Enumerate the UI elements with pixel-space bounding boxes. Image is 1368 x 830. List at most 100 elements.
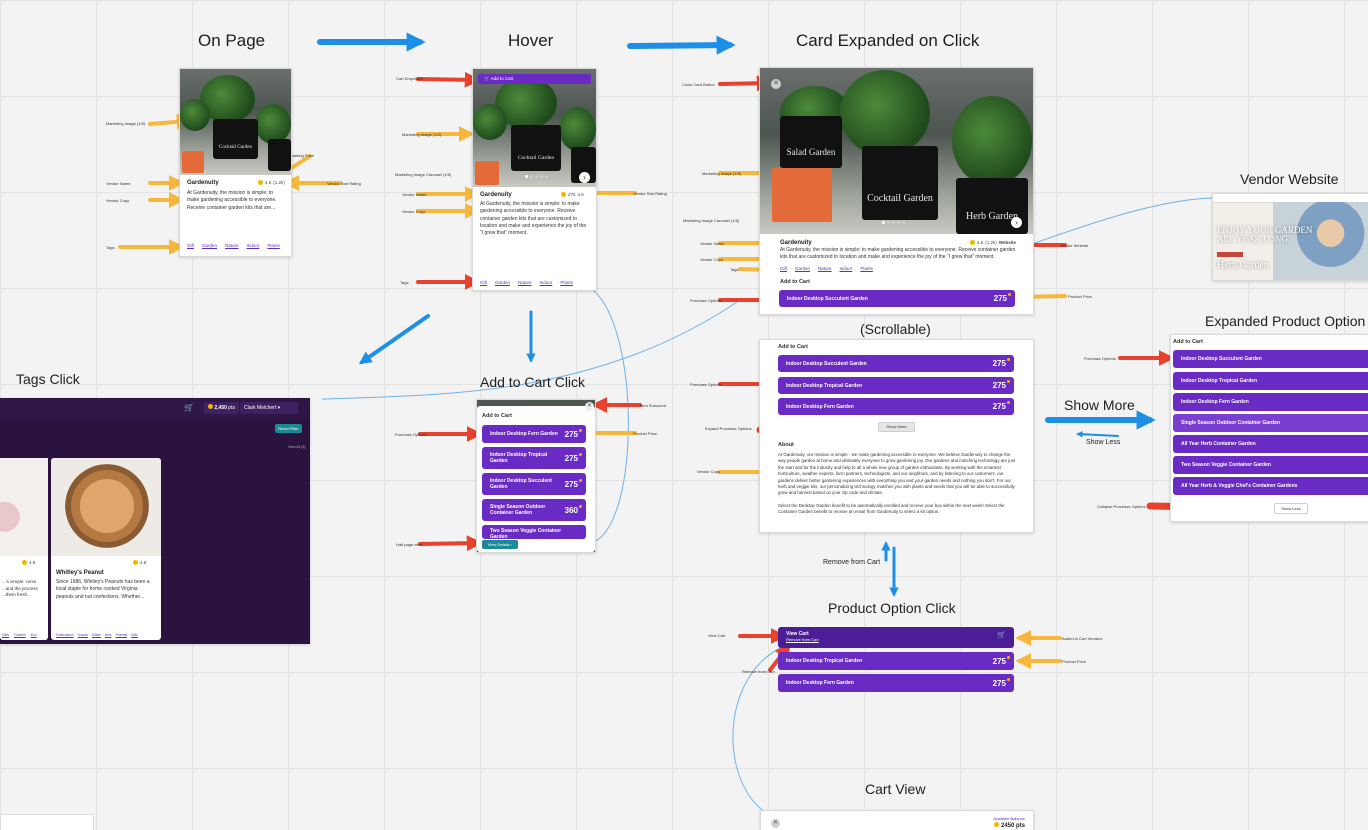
vendor-website-link[interactable]: Website: [998, 240, 1016, 245]
expanded-product-options[interactable]: Add to Cart Indoor Desktop Succulent Gar…: [1170, 334, 1368, 522]
close-icon[interactable]: ✕: [585, 402, 594, 411]
purchase-option-button[interactable]: Indoor Desktop Fern Garden: [1173, 393, 1368, 411]
tag[interactable]: Plants: [267, 243, 280, 248]
carousel-dots[interactable]: [882, 221, 905, 224]
star-rating: 4.6(1.2k): [258, 180, 285, 185]
add-to-cart-heading: Add to Cart: [482, 413, 512, 419]
view-all-link[interactable]: View All (5): [288, 445, 306, 449]
tag[interactable]: Indoor: [839, 266, 853, 271]
vendor-name: Gardenuity: [480, 192, 512, 198]
tag[interactable]: Nature: [225, 243, 239, 248]
title-hover: Hover: [508, 31, 554, 50]
tag[interactable]: Peanuts: [115, 633, 128, 637]
purchase-option-button[interactable]: Two Season Veggie Container Garden: [482, 525, 586, 540]
tag[interactable]: Nature: [518, 280, 532, 285]
tags-click-page: 🛒 2,450 pts Clark Melchert ▾ Reset Filte…: [0, 398, 310, 644]
on-page-card[interactable]: Cocktail Garden Gardenuity 4.6(1.2k) At …: [179, 68, 292, 257]
show-less-button[interactable]: Show Less: [1274, 503, 1308, 514]
purchase-option-button[interactable]: Two Season Veggie Container Garden: [1173, 456, 1368, 474]
cart-dropdown[interactable]: 🛒 Add to Cart: [478, 74, 591, 84]
available-balance-label: Available Balance: [993, 816, 1025, 821]
pot-label: Cocktail Garden: [517, 154, 555, 161]
tag[interactable]: Gift: [187, 243, 195, 248]
show-more-button[interactable]: Show More: [878, 422, 915, 432]
tag[interactable]: Flowers: [13, 633, 26, 637]
scrollable-panel[interactable]: Add to Cart Indoor Desktop Succulent Gar…: [759, 339, 1034, 533]
tag[interactable]: Gift: [480, 280, 488, 285]
chevron-right-icon[interactable]: ›: [1011, 217, 1022, 228]
callout-remove-from-cart: Remove from Cart: [742, 669, 775, 674]
remove-from-cart-link[interactable]: Remove from Cart: [786, 637, 819, 642]
tag[interactable]: Garden: [495, 280, 511, 285]
callout-hover-vendor-copy: Vendor Copy: [402, 209, 426, 214]
tag-list: Gifts Flowers Eco: [2, 633, 37, 637]
tag[interactable]: Edible: [92, 633, 101, 637]
callout-exp-product-price: Product Price: [1068, 294, 1093, 299]
expanded-card[interactable]: Salad Garden Cocktail Garden Herb Garden…: [759, 67, 1034, 315]
view-details-button[interactable]: View Details ›: [482, 540, 518, 549]
cart-icon[interactable]: 🛒: [184, 403, 194, 412]
callout-vendor-website: Vendor Website: [1060, 243, 1089, 248]
tag[interactable]: Indoor: [539, 280, 553, 285]
title-expanded-product-options: Expanded Product Option: [1205, 313, 1366, 329]
reset-filter-button[interactable]: Reset Filter: [275, 424, 302, 433]
tag[interactable]: Nuts: [104, 633, 112, 637]
tag[interactable]: Indoor: [246, 243, 260, 248]
about-text-2: Select the Desktop Garden benefit to be …: [778, 503, 1005, 515]
marketing-image: Cocktail Garden: [180, 69, 291, 175]
callout-view-cart: View Cart: [708, 633, 726, 638]
about-text: At Gardenuity, our mission is simple - w…: [778, 452, 1016, 496]
vendor-card-partial[interactable]: 4.6 ...'s simple: convi ...and the proce…: [0, 458, 48, 640]
callout-cart-dropdown: Cart Dropdown: [396, 76, 423, 81]
callout-tags: Tags: [106, 245, 115, 250]
tag-list: Gift Garden Nature Indoor Plants: [480, 280, 573, 285]
user-menu[interactable]: Clark Melchert ▾: [240, 402, 298, 414]
tag-list: Subscription Snacks Edible Nuts Peanuts …: [56, 633, 138, 637]
cart-view-panel[interactable]: ✕ Available Balance 2450 pts: [760, 810, 1034, 830]
tag[interactable]: Plants: [860, 266, 873, 271]
callout-hover-star-rating: Vendor Star Rating: [633, 191, 667, 196]
vendor-website-preview[interactable]: ENJOY YOUR GARDEN ALL YEAR LONG. Herb Ga…: [1212, 193, 1368, 281]
tag[interactable]: Gifts: [2, 633, 9, 637]
vendor-card[interactable]: Whitley's Peanut 4.8 Since 1986, Whitley…: [51, 458, 161, 640]
tag[interactable]: Garden: [795, 266, 811, 271]
close-icon[interactable]: ✕: [771, 819, 780, 828]
callout-added-to-cart-vendors: Added to Cart Vendors: [1062, 636, 1103, 641]
tag[interactable]: Subscription: [56, 633, 74, 637]
tag[interactable]: Plants: [560, 280, 573, 285]
tag[interactable]: Nature: [818, 266, 832, 271]
partial-panel: [0, 814, 94, 830]
carousel-dots[interactable]: [525, 175, 548, 178]
close-icon[interactable]: ✕: [771, 79, 781, 89]
tag[interactable]: Gift: [780, 266, 788, 271]
chevron-right-icon[interactable]: ›: [579, 172, 590, 183]
purchase-option-button[interactable]: All Year Herb Container Garden: [1173, 435, 1368, 453]
purchase-option-button[interactable]: Indoor Desktop Succulent Garden: [1173, 350, 1368, 368]
tag[interactable]: Garden: [202, 243, 218, 248]
vendor-name: Gardenuity: [780, 240, 812, 246]
tag-list: Gift Garden Nature Indoor Plants: [187, 243, 280, 248]
tag[interactable]: Eco: [30, 633, 37, 637]
purchase-option-button[interactable]: Single Season Outdoor Container Garden: [1173, 414, 1368, 432]
purchase-option-button[interactable]: All Year Herb & Veggie Chef's Container …: [1173, 477, 1368, 495]
add-to-cart-panel[interactable]: ✕ Add to Cart Indoor Desktop Fern Garden…: [476, 399, 596, 553]
callout-collapse-purchase: Collapse Purchase Options: [1097, 504, 1146, 509]
tag[interactable]: Gifts: [131, 633, 138, 637]
tag[interactable]: Snacks: [77, 633, 88, 637]
callout-vendor-copy: Vendor Copy: [106, 198, 130, 203]
purchase-option-button[interactable]: Indoor Desktop Tropical Garden: [1173, 372, 1368, 390]
hover-card[interactable]: Cocktail Garden › 🛒 Add to Cart Gardenui…: [472, 68, 597, 291]
callout-exp-purchase-options: Purchase Options: [690, 298, 722, 303]
